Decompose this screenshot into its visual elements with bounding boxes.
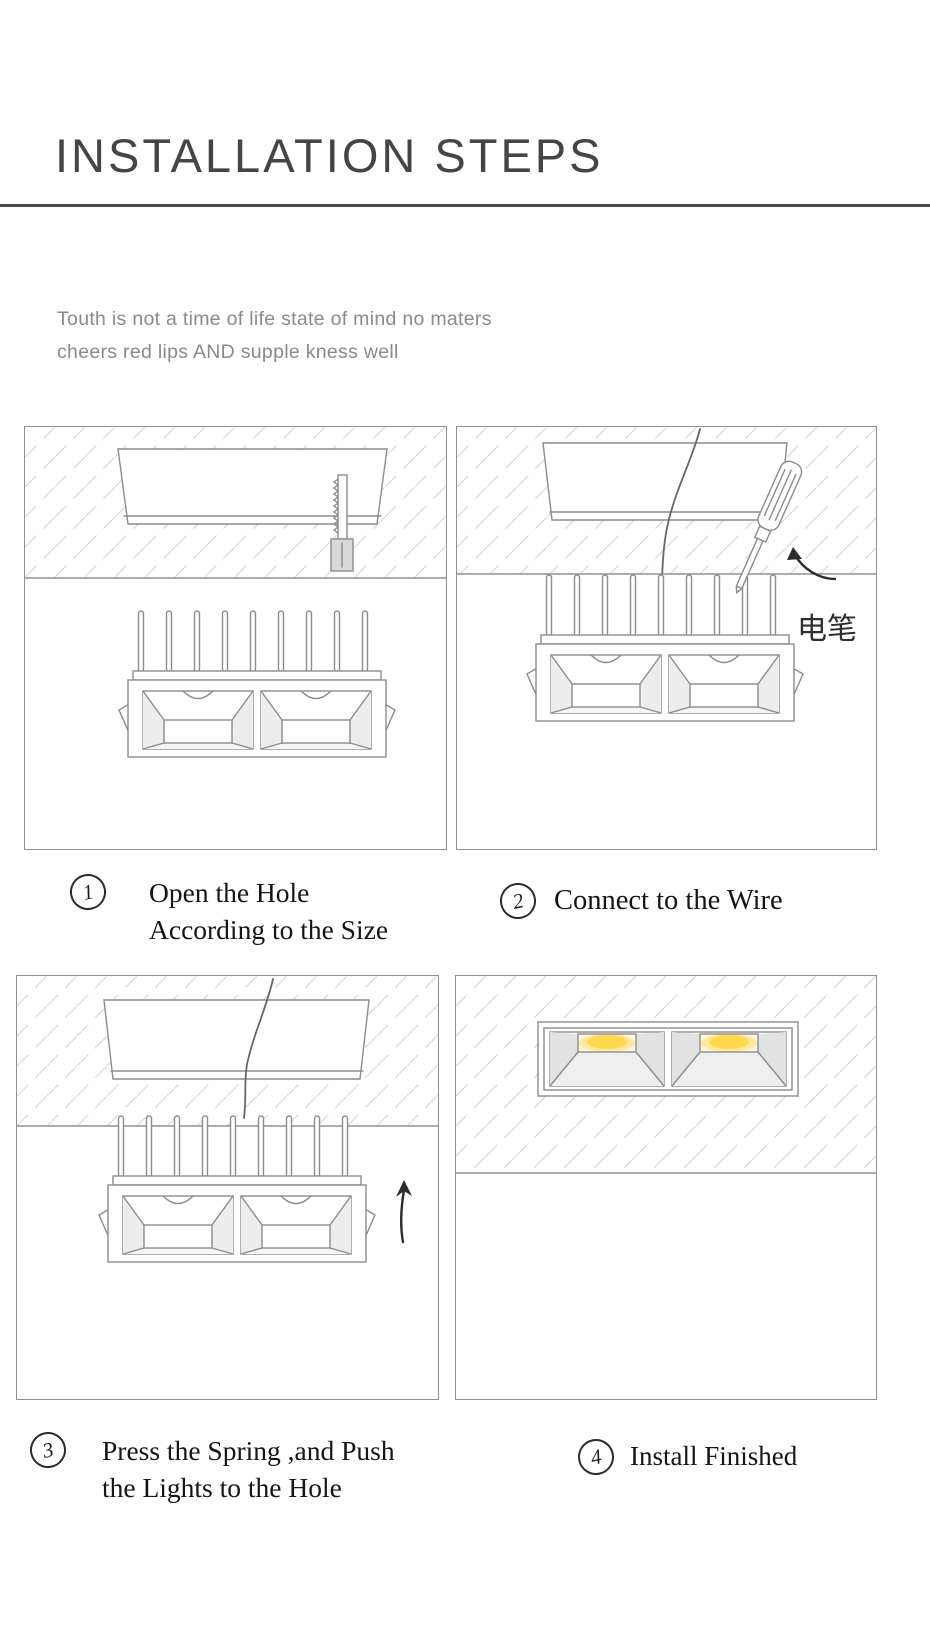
step3-caption-line1: Press the Spring ,and Push: [102, 1435, 395, 1466]
step1-caption-line2: According to the Size: [149, 914, 389, 945]
step2-illustration: 电笔: [457, 427, 876, 849]
saw-icon: [330, 474, 354, 572]
step2-caption-text: Connect to the Wire: [554, 882, 783, 919]
wire: [243, 978, 274, 1119]
step4-caption: 4 Install Finished: [574, 1435, 797, 1478]
step4-panel: [455, 975, 877, 1400]
step2-caption: 2 Connect to the Wire: [496, 879, 783, 922]
downlight-fixture: [527, 575, 803, 721]
up-arrow-icon: [396, 1180, 412, 1244]
title-divider: [0, 204, 930, 207]
wire: [661, 428, 701, 578]
step2-panel: 电笔: [456, 426, 877, 850]
step1-caption-text: Open the Hole According to the Size: [149, 874, 388, 948]
downlight-fixture: [119, 611, 395, 757]
ceiling-hole: [542, 442, 788, 521]
step2-caption-line1: Connect to the Wire: [554, 885, 783, 916]
step3-caption-line2: the Lights to the Hole: [102, 1472, 342, 1503]
electric-tester-label: 电笔: [797, 612, 857, 647]
step4-caption-line1: Install Finished: [630, 1441, 798, 1471]
screwdriver-icon: [735, 460, 803, 595]
step1-illustration: [25, 427, 446, 849]
downlight-fixture: [99, 1116, 375, 1262]
step1-caption-line1: Open the Hole: [149, 877, 310, 908]
step1-caption: 1 Open the Hole According to the Size: [66, 870, 388, 948]
curved-arrow-icon: [787, 547, 837, 581]
step3-illustration: [17, 976, 438, 1399]
step1-number-badge: 1: [66, 870, 110, 914]
step4-number-badge: 4: [574, 1435, 618, 1478]
page-title: INSTALLATION STEPS: [55, 129, 604, 182]
step1-panel: [24, 426, 447, 850]
step3-number-badge: 3: [26, 1428, 70, 1472]
step2-number-badge: 2: [496, 879, 540, 922]
step4-illustration: [456, 976, 876, 1174]
intro-text: Touth is not a time of life state of min…: [57, 303, 492, 369]
step4-caption-text: Install Finished: [630, 1438, 797, 1475]
step3-caption-text: Press the Spring ,and Push the Lights to…: [102, 1432, 395, 1506]
intro-line-1: Touth is not a time of life state of min…: [57, 308, 492, 330]
ceiling-hole: [103, 999, 370, 1080]
step3-panel: [16, 975, 439, 1400]
intro-line-2: cheers red lips AND supple kness well: [57, 341, 399, 363]
installed-downlight: [537, 1021, 799, 1097]
step3-caption: 3 Press the Spring ,and Push the Lights …: [26, 1428, 395, 1506]
